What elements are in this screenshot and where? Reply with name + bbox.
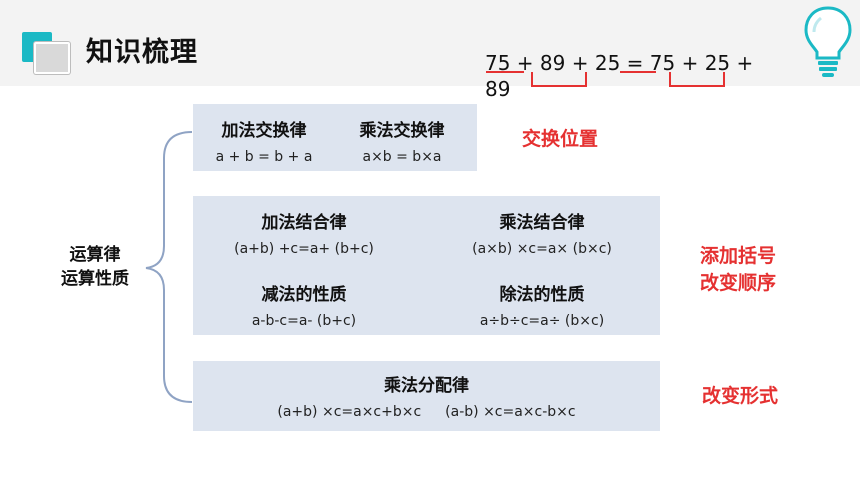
sub-property-name: 减法的性质 xyxy=(261,285,347,305)
curly-brace xyxy=(145,131,193,403)
distributive-formula-add: (a+b) ×c=a×c+b×c xyxy=(277,404,422,420)
mul-associative-cell: 乘法结合律 (a×b) ×c=a× (b×c) xyxy=(437,208,647,257)
distributive-name: 乘法分配律 xyxy=(384,376,469,396)
div-property-cell: 除法的性质 a÷b÷c=a÷ (b×c) xyxy=(437,280,647,329)
header-band xyxy=(0,0,860,86)
add-associative-cell: 加法结合律 (a+b) +c=a+ (b+c) xyxy=(199,208,409,257)
note-associative-line2: 改变顺序 xyxy=(699,272,776,294)
add-commutative-formula: a + b = b + a xyxy=(215,149,313,165)
page-title: 知识梳理 xyxy=(86,37,198,68)
mul-associative-name: 乘法结合律 xyxy=(499,213,585,233)
add-associative-name: 加法结合律 xyxy=(261,213,347,233)
side-label-line2: 运算性质 xyxy=(61,269,129,289)
sub-property-cell: 减法的性质 a-b-c=a- (b+c) xyxy=(199,280,409,329)
distributive-formula-sub: (a-b) ×c=a×c-b×c xyxy=(445,404,576,420)
note-exchange: 交换位置 xyxy=(521,128,598,150)
add-commutative-cell: 加法交换律 a + b = b + a xyxy=(201,116,327,165)
add-commutative-name: 加法交换律 xyxy=(221,121,307,141)
add-associative-formula: (a+b) +c=a+ (b+c) xyxy=(234,241,374,257)
commutative-box: 加法交换律 a + b = b + a 乘法交换律 a×b = b×a xyxy=(193,104,477,171)
lightbulb-icon xyxy=(804,6,852,77)
section-logo-icon xyxy=(22,32,70,74)
note-associative: 添加括号 改变顺序 xyxy=(678,243,798,297)
div-property-name: 除法的性质 xyxy=(499,285,585,305)
example-equation: 75 + 89 + 25 = 75 + 25 + 89 xyxy=(485,51,754,101)
note-distributive: 改变形式 xyxy=(701,385,778,407)
mul-associative-formula: (a×b) ×c=a× (b×c) xyxy=(472,241,612,257)
associative-box: 加法结合律 (a+b) +c=a+ (b+c) 乘法结合律 (a×b) ×c=a… xyxy=(193,196,660,335)
distributive-box: 乘法分配律 (a+b) ×c=a×c+b×c (a-b) ×c=a×c-b×c xyxy=(193,361,660,431)
mul-commutative-name: 乘法交换律 xyxy=(359,121,445,141)
side-label: 运算律 运算性质 xyxy=(40,243,150,291)
mul-commutative-formula: a×b = b×a xyxy=(362,149,442,165)
side-label-line1: 运算律 xyxy=(69,245,121,265)
sub-property-formula: a-b-c=a- (b+c) xyxy=(251,313,357,329)
mul-commutative-cell: 乘法交换律 a×b = b×a xyxy=(339,116,465,165)
note-associative-line1: 添加括号 xyxy=(699,245,776,267)
equation-brackets xyxy=(486,71,725,87)
distributive-cell: 乘法分配律 (a+b) ×c=a×c+b×c (a-b) ×c=a×c-b×c xyxy=(193,371,660,420)
div-property-formula: a÷b÷c=a÷ (b×c) xyxy=(479,313,605,329)
